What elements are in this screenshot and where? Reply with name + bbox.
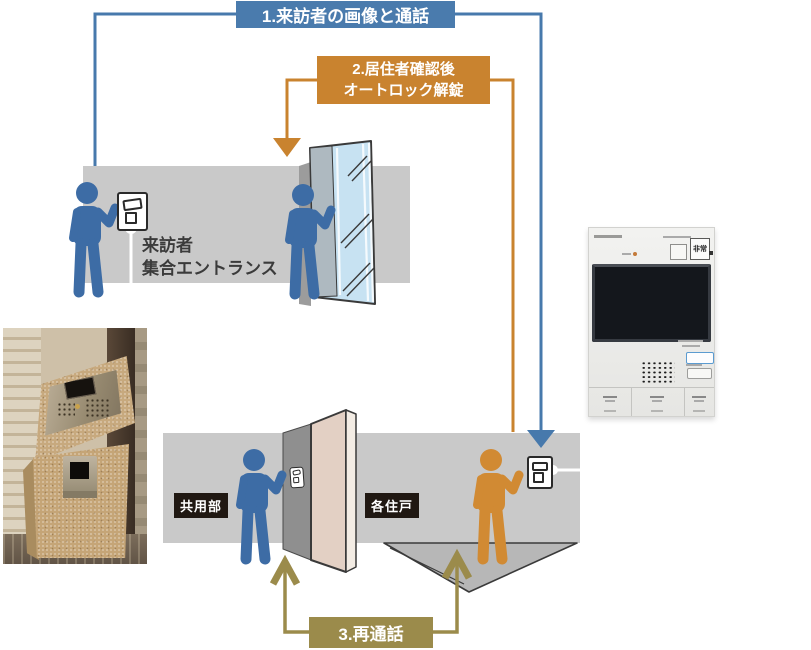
doorbell-screen-icon xyxy=(291,469,301,476)
person-common-area xyxy=(240,449,282,559)
indoor-monitor-photo: 非常 xyxy=(588,227,715,417)
unlock-button xyxy=(687,368,712,379)
step3-label: 3.再通話 xyxy=(309,617,433,648)
caption-entrance: 集合エントランス xyxy=(142,259,278,278)
entrance-station-photo xyxy=(3,328,147,564)
panel-button-icon xyxy=(125,212,137,224)
sensor-dot xyxy=(709,251,713,255)
step1-label: 1.来訪者の画像と通話 xyxy=(236,1,455,28)
record-button-label xyxy=(663,236,691,238)
person-visitor xyxy=(73,182,115,292)
step2-label: 2.居住者確認後 オートロック解錠 xyxy=(317,56,490,104)
unlock-button-label xyxy=(686,364,702,366)
room-station-icon xyxy=(527,456,553,489)
step3-connector xyxy=(269,548,473,634)
pedestal-slot-plate xyxy=(63,456,97,498)
room-station-button-icon xyxy=(533,472,544,483)
talk-button-label xyxy=(678,340,703,342)
pedestal-speaker-dot xyxy=(75,404,80,409)
talk-button-sublabel xyxy=(682,345,700,347)
power-label xyxy=(622,253,631,255)
monitor-screen xyxy=(592,264,711,342)
pedestal-front xyxy=(33,444,129,558)
room-station-screen-icon xyxy=(532,462,548,471)
pedestal-slot-lip xyxy=(63,491,97,498)
step2-connector xyxy=(273,78,515,432)
speaker-grid-icon xyxy=(641,361,675,383)
step2-label-line1: 2.居住者確認後 xyxy=(352,61,455,78)
monitor-bottom-buttons xyxy=(589,387,714,416)
dwelling-unit-tag: 各住戸 xyxy=(365,493,420,518)
doorbell-button-icon xyxy=(292,476,300,484)
entrance-panel-icon xyxy=(117,192,148,231)
dwelling-doorbell-icon xyxy=(289,466,305,489)
panel-screen-icon xyxy=(122,197,143,212)
common-area-tag: 共用部 xyxy=(174,493,229,518)
marble-wall xyxy=(135,328,147,542)
pedestal-keypad-2 xyxy=(85,398,109,418)
talk-button xyxy=(686,352,714,364)
step2-label-line2: オートロック解錠 xyxy=(343,82,464,99)
entrance-caption: 来訪者 集合エントランス xyxy=(142,234,278,280)
pedestal-slot xyxy=(70,462,89,479)
emergency-button: 非常 xyxy=(690,238,710,260)
record-button xyxy=(670,244,687,260)
caption-visitor: 来訪者 xyxy=(142,236,193,255)
pedestal-keypad xyxy=(57,402,75,417)
power-led xyxy=(633,252,637,256)
monitor-model-text xyxy=(594,235,622,238)
dwelling-door xyxy=(282,409,357,573)
